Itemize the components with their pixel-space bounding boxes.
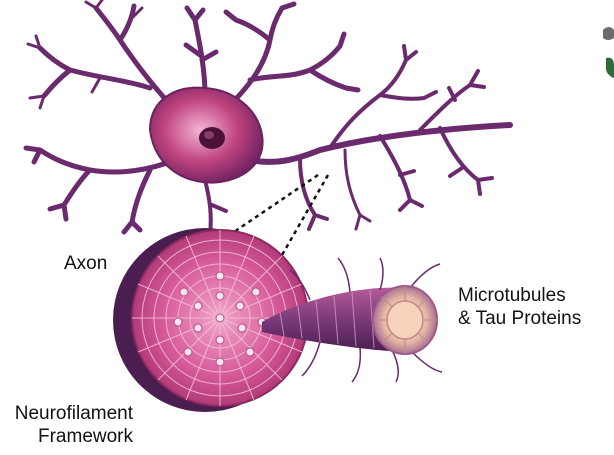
microtubules-label: Microtubules & Tau Proteins <box>458 284 581 330</box>
neurofilament-label: Neurofilament Framework <box>4 402 133 448</box>
neurofilament-label-line1: Neurofilament <box>4 402 133 425</box>
neurofilament-label-line2: Framework <box>4 425 133 448</box>
dendrites <box>26 0 510 245</box>
axon-label: Axon <box>64 252 107 275</box>
microtubules-label-line2: & Tau Proteins <box>458 307 581 330</box>
microtubules-label-line1: Microtubules <box>458 284 581 307</box>
cropped-illustration-fragment <box>603 27 614 78</box>
